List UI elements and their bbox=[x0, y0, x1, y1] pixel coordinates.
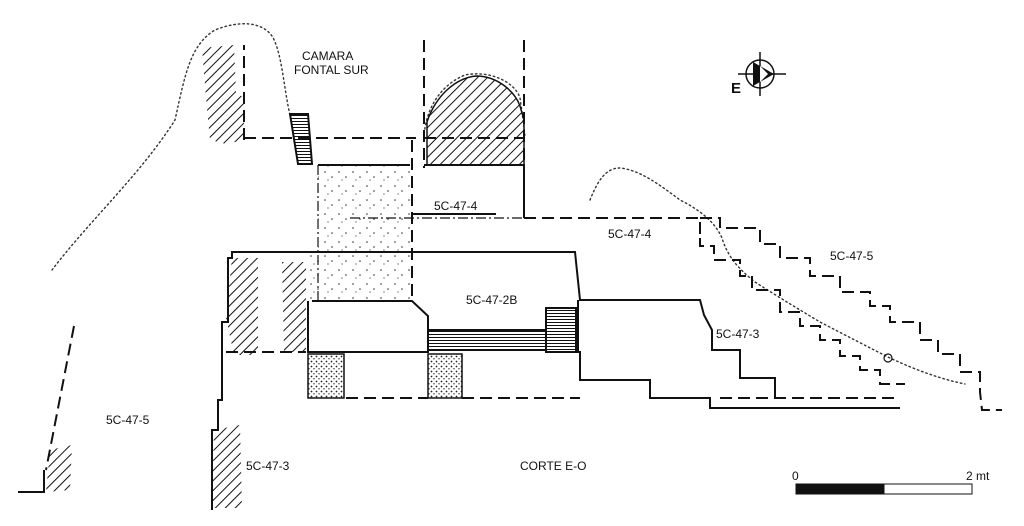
scale-bar bbox=[795, 483, 973, 495]
dashed-left-diagonal bbox=[45, 325, 75, 471]
unit-label-5c-47-3-right: 5C-47-3 bbox=[716, 327, 760, 341]
inner-step-profile bbox=[577, 300, 900, 409]
unit-label-5c-47-4-right: 5C-47-4 bbox=[608, 227, 652, 241]
beam bbox=[427, 329, 547, 351]
terrain-outline-right bbox=[589, 167, 966, 385]
stippled-fill-upper bbox=[318, 165, 410, 253]
camara-label-line2: FONTAL SUR bbox=[294, 63, 369, 77]
hatched-wall-far-left bbox=[46, 445, 72, 492]
beam-end-block bbox=[545, 307, 577, 353]
camara-label-line1: CAMARA bbox=[302, 49, 353, 63]
small-stone bbox=[883, 353, 893, 363]
hatched-wall-left-upper bbox=[202, 45, 244, 144]
left-stepped-profile bbox=[211, 251, 776, 510]
section-title: CORTE E-O bbox=[520, 459, 586, 473]
stippled-post-left bbox=[307, 353, 345, 399]
unit-label-5c-47-2b: 5C-47-2B bbox=[466, 293, 517, 307]
hatched-wall-left-mid bbox=[226, 258, 258, 355]
inner-block-outline bbox=[307, 300, 429, 353]
hatched-mound bbox=[426, 75, 525, 166]
upper-top-outline bbox=[424, 164, 525, 218]
stippled-post-right bbox=[427, 353, 463, 399]
dashed-upper-right bbox=[524, 217, 701, 238]
scale-bar-start: 0 bbox=[792, 469, 799, 483]
left-profile-outline bbox=[18, 470, 45, 493]
stepped-profile-5c-47-5 bbox=[700, 217, 1002, 411]
unit-label-5c-47-3-bottom: 5C-47-3 bbox=[246, 459, 290, 473]
stepped-profile-5c-47-4 bbox=[699, 238, 905, 385]
unit-label-5c-47-5-right: 5C-47-5 bbox=[830, 249, 874, 263]
terrain-outline bbox=[51, 23, 291, 271]
hatched-wall-left-lower bbox=[212, 425, 242, 508]
unit-label-5c-47-4-upper: 5C-47-4 bbox=[434, 199, 478, 213]
compass-letter: E bbox=[731, 80, 741, 97]
stippled-fill-lower bbox=[310, 253, 410, 301]
scale-bar-end: 2 mt bbox=[966, 469, 990, 483]
unit-label-5c-47-5-left: 5C-47-5 bbox=[106, 413, 150, 427]
hatched-wall-left-mid-2 bbox=[282, 262, 306, 352]
north-arrow-icon bbox=[738, 52, 786, 96]
